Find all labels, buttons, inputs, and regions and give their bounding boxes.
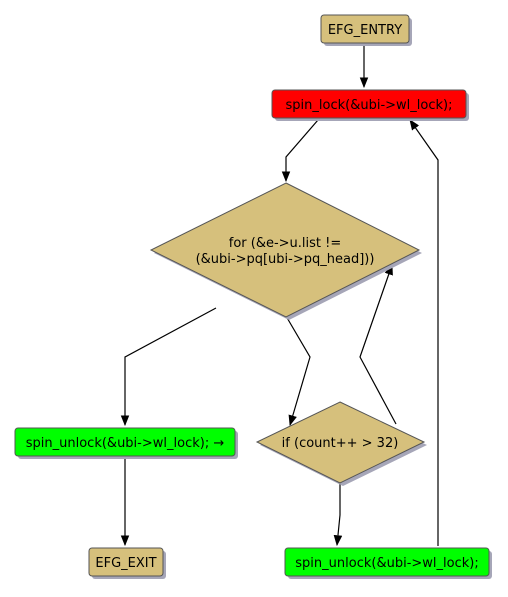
count-check-decision[interactable]: if (count++ > 32)	[255, 401, 427, 486]
entry-node[interactable]: EFG_ENTRY	[320, 14, 412, 46]
edge-count-back-to-for	[359, 263, 397, 425]
edge-for-to-unlock-exit	[120, 307, 217, 427]
for-loop-line2: (&ubi->pq[ubi->pq_head]))	[196, 252, 375, 267]
unlock-exit-label: spin_unlock(&ubi->wl_lock); →	[26, 436, 225, 451]
edge-for-to-count	[285, 315, 311, 427]
edge-unlock-loop-to-lock	[409, 119, 439, 546]
edge-count-to-unlock-loop	[333, 484, 343, 547]
for-loop-line1: for (&e->u.list !=	[229, 236, 342, 251]
spin-lock-node[interactable]: spin_lock(&ubi->wl_lock);	[271, 89, 469, 121]
spin-lock-label: spin_lock(&ubi->wl_lock);	[286, 98, 453, 113]
for-loop-decision[interactable]: for (&e->u.list != (&ubi->pq[ubi->pq_hea…	[149, 182, 422, 320]
exit-label: EFG_EXIT	[95, 556, 156, 571]
edges	[120, 46, 439, 547]
unlock-exit-node[interactable]: spin_unlock(&ubi->wl_lock); →	[14, 427, 238, 459]
count-check-label: if (count++ > 32)	[282, 436, 399, 451]
entry-label: EFG_ENTRY	[328, 23, 402, 38]
exit-node[interactable]: EFG_EXIT	[88, 547, 166, 579]
edge-lock-to-for	[281, 119, 319, 183]
unlock-loop-node[interactable]: spin_unlock(&ubi->wl_lock);	[284, 547, 492, 579]
unlock-loop-label: spin_unlock(&ubi->wl_lock);	[295, 556, 478, 571]
